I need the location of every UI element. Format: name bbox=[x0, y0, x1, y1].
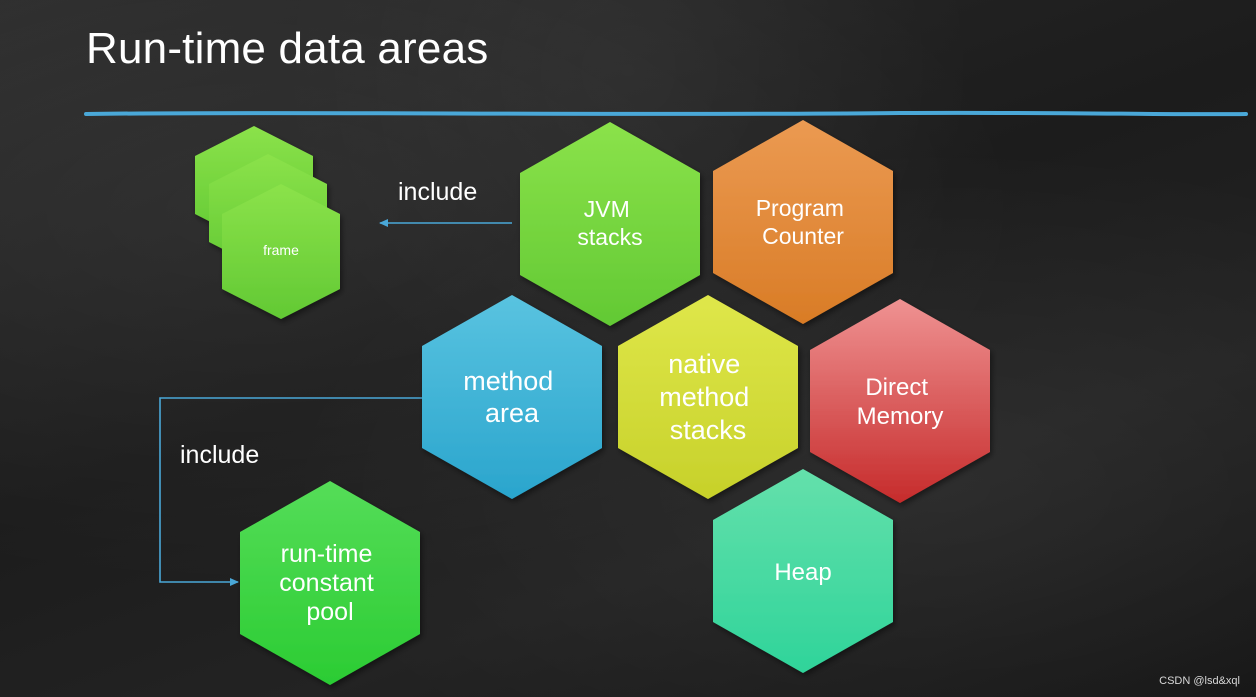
jvm-stacks-label-line2: stacks bbox=[577, 224, 642, 250]
svg-text:JVM stacks: JVM stacks bbox=[577, 196, 642, 250]
direct-memory-label-line1: Direct bbox=[865, 374, 928, 401]
program-counter-label-line2: Counter bbox=[762, 223, 844, 249]
heap-label: Heap bbox=[774, 559, 831, 586]
include-connector-left bbox=[159, 397, 424, 586]
include-label-left: include bbox=[180, 441, 260, 469]
runtime-constant-pool-label-line3: pool bbox=[306, 598, 353, 626]
frame-label: frame bbox=[263, 242, 299, 258]
svg-text:native method: native method stacks bbox=[659, 349, 757, 445]
native-method-stacks-label-line2: method bbox=[659, 382, 749, 412]
include-label-top: include bbox=[398, 178, 478, 206]
jvm-stacks-label-line1: JVM bbox=[584, 196, 630, 222]
program-counter-label-line1: Program bbox=[756, 195, 844, 221]
frame-stack bbox=[195, 126, 340, 319]
jvm-stacks-hex: JVM stacks bbox=[520, 122, 700, 326]
svg-text:Direct Memory: Direct Memory bbox=[857, 374, 944, 430]
method-area-hex: method area bbox=[422, 295, 602, 499]
direct-memory-label-line2: Memory bbox=[857, 403, 944, 430]
svg-text:Program Counter: Program Counter bbox=[756, 195, 851, 249]
slide-title: Run-time data areas bbox=[86, 24, 489, 73]
runtime-constant-pool-label-line2: constant bbox=[279, 569, 374, 597]
svg-text:run-time constant: run-time constant pool bbox=[279, 540, 380, 626]
title-underline bbox=[84, 110, 1248, 117]
runtime-constant-pool-label-line1: run-time bbox=[281, 540, 373, 568]
method-area-label-line2: area bbox=[485, 398, 540, 428]
native-method-stacks-label-line3: stacks bbox=[670, 415, 747, 445]
heap-hex: Heap bbox=[713, 469, 893, 673]
program-counter-hex: Program Counter bbox=[713, 120, 893, 324]
frame-hex-front bbox=[222, 184, 340, 319]
native-method-stacks-label-line1: native bbox=[668, 349, 740, 379]
method-area-label-line1: method bbox=[463, 366, 553, 396]
direct-memory-hex: Direct Memory bbox=[810, 299, 990, 503]
svg-text:method area: method area bbox=[463, 366, 561, 428]
native-method-stacks-hex: native method stacks bbox=[618, 295, 798, 499]
runtime-constant-pool-hex: run-time constant pool bbox=[240, 481, 420, 685]
watermark: CSDN @lsd&xql bbox=[1159, 675, 1240, 687]
